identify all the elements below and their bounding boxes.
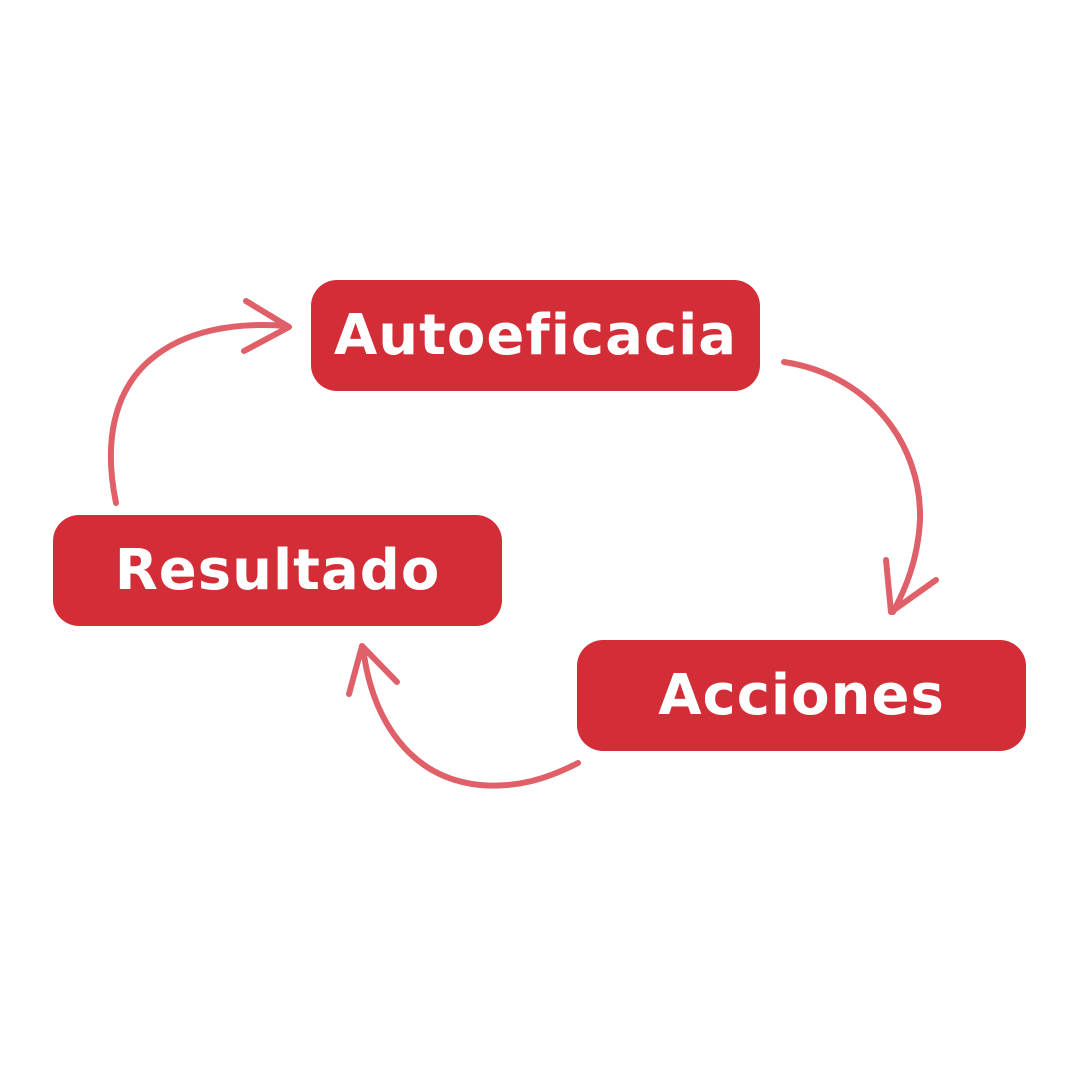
arrow-resultado-to-autoeficacia: [107, 322, 290, 506]
arrowhead-resultado-to-autoeficacia: [241, 298, 292, 354]
arrowhead-autoeficacia-to-acciones: [883, 557, 939, 615]
arrow-autoeficacia-to-acciones: [781, 359, 924, 615]
node-resultado-label: Resultado: [114, 538, 441, 603]
node-autoeficacia: Autoeficacia: [311, 280, 760, 391]
arrowhead-acciones-to-resultado: [346, 643, 400, 697]
node-autoeficacia-label: Autoeficacia: [333, 303, 738, 368]
node-acciones-label: Acciones: [658, 663, 945, 728]
node-acciones: Acciones: [577, 640, 1026, 751]
node-resultado: Resultado: [53, 515, 502, 626]
arrow-acciones-to-resultado: [360, 645, 581, 789]
